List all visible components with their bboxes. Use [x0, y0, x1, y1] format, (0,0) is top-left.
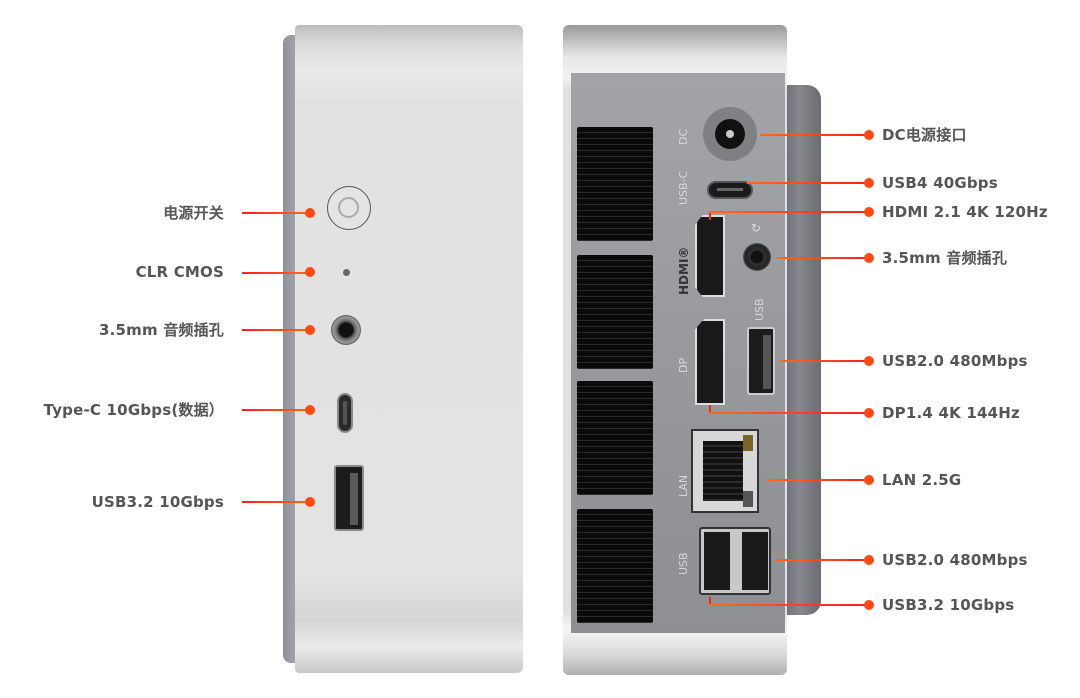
callout-bracket — [709, 212, 711, 220]
port-mark-hdmi: HDMI® — [677, 246, 691, 295]
callout-dot — [305, 267, 315, 277]
callout-line — [777, 257, 868, 259]
callout-line — [767, 479, 868, 481]
dual-usb-port-icon — [699, 527, 771, 595]
callout-dot — [305, 208, 315, 218]
callout-label-usb32: USB3.2 10Gbps — [91, 493, 224, 511]
hdmi-port-icon — [695, 215, 725, 297]
callout-line — [242, 409, 310, 411]
callout-label-audio-jack-rear: 3.5mm 音频插孔 — [882, 249, 1008, 267]
callout-label-audio-jack: 3.5mm 音频插孔 — [98, 321, 224, 339]
callout-dot — [864, 555, 874, 565]
rear-side-edge — [785, 85, 821, 615]
vent-grille — [577, 381, 653, 495]
callout-dot — [305, 497, 315, 507]
callout-dot — [864, 408, 874, 418]
audio-jack-icon — [331, 315, 361, 345]
callout-dot — [864, 207, 874, 217]
headphone-mark-icon: ↻ — [751, 221, 762, 235]
front-panel-device — [283, 25, 523, 673]
callout-dot — [864, 356, 874, 366]
port-mark-dp: DP — [677, 357, 690, 373]
dc-jack-icon — [703, 107, 757, 161]
callout-line — [709, 412, 868, 414]
vent-grille — [577, 127, 653, 241]
callout-dot — [305, 325, 315, 335]
type-c-port-icon — [337, 393, 353, 433]
lan-port-icon — [691, 429, 759, 513]
clr-cmos-hole-icon — [343, 269, 350, 276]
callout-label-dc: DC电源接口 — [882, 126, 967, 144]
dp-port-icon — [695, 319, 725, 405]
callout-dot — [305, 405, 315, 415]
callout-line — [709, 211, 868, 213]
callout-dot — [864, 253, 874, 263]
power-button-icon — [327, 186, 371, 230]
callout-line — [242, 212, 310, 214]
rear-panel-device: DC USB-C HDMI® ↻ USB DP LAN — [563, 25, 823, 675]
callout-dot — [864, 600, 874, 610]
callout-line — [775, 559, 868, 561]
callout-label-power-switch: 电源开关 — [163, 204, 224, 222]
callout-label-usb20-top: USB2.0 480Mbps — [882, 352, 1028, 370]
callout-bracket — [709, 405, 711, 413]
port-mark-dc: DC — [677, 128, 690, 145]
callout-line — [242, 501, 310, 503]
front-face — [295, 25, 523, 673]
port-mark-usb-top: USB — [753, 298, 766, 321]
vent-grille — [577, 255, 653, 369]
callout-dot — [864, 475, 874, 485]
callout-label-clr-cmos: CLR CMOS — [135, 263, 224, 281]
callout-line — [709, 604, 868, 606]
port-mark-lan: LAN — [677, 474, 690, 497]
usb-a-port-icon — [334, 465, 364, 531]
callout-label-lan: LAN 2.5G — [882, 471, 962, 489]
usb4-port-icon — [707, 181, 753, 199]
callout-label-usb32-rear: USB3.2 10Gbps — [882, 596, 1015, 614]
callout-dot — [864, 178, 874, 188]
callout-line — [242, 329, 310, 331]
port-mark-usb-bottom: USB — [677, 552, 690, 575]
usb2-port-icon — [747, 327, 775, 395]
callout-label-dp: DP1.4 4K 144Hz — [882, 404, 1020, 422]
callout-line — [242, 272, 310, 274]
audio-jack-icon — [743, 243, 771, 271]
callout-label-hdmi: HDMI 2.1 4K 120Hz — [882, 203, 1048, 221]
callout-label-type-c: Type-C 10Gbps(数据） — [43, 401, 224, 419]
callout-line — [780, 360, 868, 362]
callout-dot — [864, 130, 874, 140]
vent-grille — [577, 509, 653, 623]
rear-plate: DC USB-C HDMI® ↻ USB DP LAN — [571, 73, 785, 633]
callout-bracket — [709, 597, 711, 605]
callout-line — [747, 182, 868, 184]
callout-line — [760, 134, 868, 136]
callout-label-usb20-bottom: USB2.0 480Mbps — [882, 551, 1028, 569]
port-mark-usbc: USB-C — [677, 170, 690, 205]
callout-label-usb4: USB4 40Gbps — [882, 174, 998, 192]
